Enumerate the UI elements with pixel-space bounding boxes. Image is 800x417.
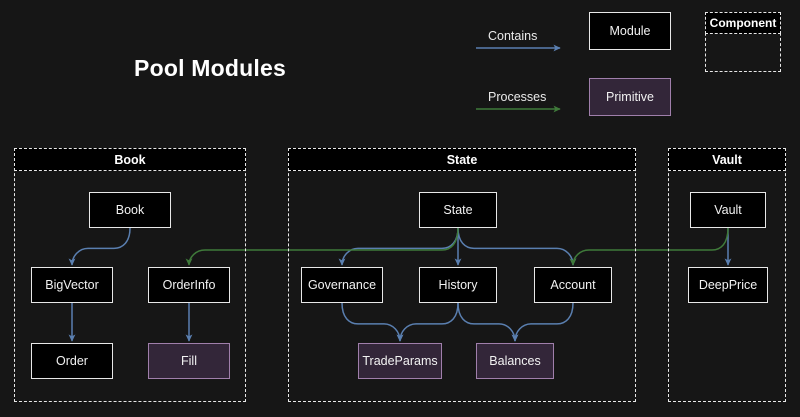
node-label: Account: [550, 278, 596, 292]
legend-primitive-box: Primitive: [589, 78, 671, 116]
node-label: Governance: [307, 278, 377, 292]
node-label: DeepPrice: [698, 278, 758, 292]
node-label: BigVector: [45, 278, 99, 292]
node-governance[interactable]: Governance: [301, 267, 383, 303]
section-header-state: State: [288, 148, 636, 171]
node-state[interactable]: State: [419, 192, 497, 228]
legend-primitive-label: Primitive: [606, 90, 654, 104]
node-book[interactable]: Book: [89, 192, 171, 228]
node-bigvector[interactable]: BigVector: [31, 267, 113, 303]
section-header-book: Book: [14, 148, 246, 171]
node-balances[interactable]: Balances: [476, 343, 554, 379]
section-label: Vault: [712, 152, 742, 167]
node-order[interactable]: Order: [31, 343, 113, 379]
node-deepprice[interactable]: DeepPrice: [688, 267, 768, 303]
node-history[interactable]: History: [419, 267, 497, 303]
page-title: Pool Modules: [134, 55, 286, 81]
node-vault[interactable]: Vault: [690, 192, 766, 228]
section-header-vault: Vault: [668, 148, 786, 171]
node-label: Fill: [181, 354, 197, 368]
node-tradeparams[interactable]: TradeParams: [358, 343, 442, 379]
legend-module-box: Module: [589, 12, 671, 50]
section-label: State: [446, 152, 478, 167]
legend-component-label: Component: [709, 16, 777, 30]
node-label: Book: [115, 203, 145, 217]
node-label: TradeParams: [362, 354, 438, 368]
node-label: OrderInfo: [162, 278, 216, 292]
legend-module-label: Module: [609, 24, 651, 38]
legend-contains-label: Contains: [488, 29, 538, 43]
node-label: History: [438, 278, 478, 292]
node-label: State: [443, 203, 473, 217]
node-fill[interactable]: Fill: [148, 343, 230, 379]
legend-component-header: Component: [705, 12, 781, 34]
section-label: Book: [114, 152, 146, 167]
node-orderinfo[interactable]: OrderInfo: [148, 267, 230, 303]
node-label: Vault: [714, 203, 742, 217]
node-account[interactable]: Account: [534, 267, 612, 303]
node-label: Order: [56, 354, 88, 368]
legend-processes-label: Processes: [488, 90, 547, 104]
node-label: Balances: [489, 354, 541, 368]
